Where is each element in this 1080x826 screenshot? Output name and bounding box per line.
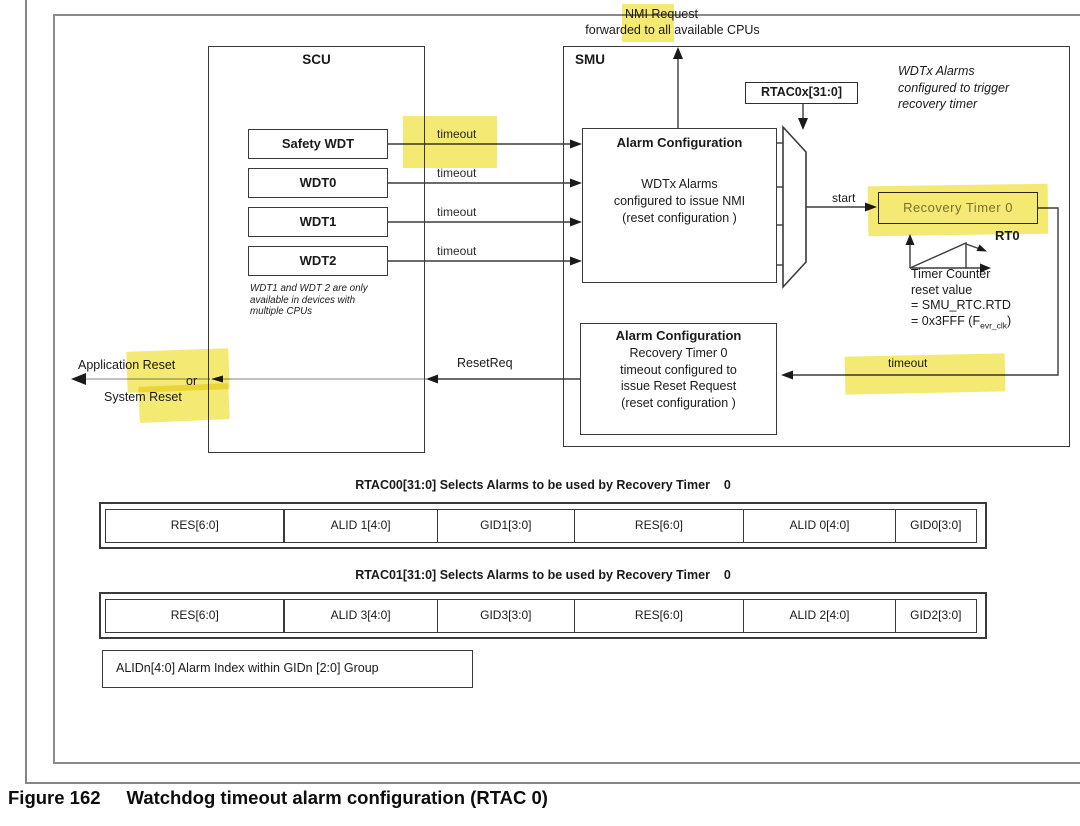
start-label: start bbox=[832, 191, 856, 205]
scu-block: SCU bbox=[208, 46, 425, 453]
figure-caption-label: Figure 162 bbox=[8, 787, 101, 808]
highlight-timeout-bottom bbox=[844, 353, 1006, 395]
table-cell: RES[6:0] bbox=[573, 509, 745, 543]
timer-counter-text: Timer Counter reset value = SMU_RTC.RTD … bbox=[911, 267, 1076, 334]
figure-frame bbox=[53, 14, 1080, 764]
timer-reset-value: = 0x3FFF (F bbox=[911, 313, 981, 328]
timer-clock-subscript: evr_clk bbox=[980, 320, 1008, 330]
rtac0x-register-box: RTAC0x[31:0] bbox=[745, 82, 858, 104]
page-border bbox=[25, 0, 1080, 784]
mux-shape bbox=[782, 124, 807, 290]
table-cell: RES[6:0] bbox=[573, 599, 745, 633]
table-cell: GID3[3:0] bbox=[436, 599, 576, 633]
figure-caption-text: Watchdog timeout alarm configuration (RT… bbox=[126, 787, 548, 808]
timeout-label-2: timeout bbox=[437, 166, 477, 180]
rtac00-table-title: RTAC00[31:0] Selects Alarms to be used b… bbox=[355, 478, 731, 492]
alidn-note-box: ALIDn[4:0] Alarm Index within GIDn [2:0]… bbox=[102, 650, 473, 688]
alarm-config-2-box: Alarm Configuration Recovery Timer 0 tim… bbox=[580, 323, 777, 435]
alarm-config-1-title: Alarm Configuration bbox=[616, 135, 743, 150]
timer-counter-line4: = 0x3FFF (Fevr_clk) bbox=[911, 314, 1076, 334]
timer-close-paren: ) bbox=[1007, 313, 1012, 328]
safety-wdt-box: Safety WDT bbox=[248, 129, 388, 159]
figure-caption: Figure 162 Watchdog timeout alarm config… bbox=[8, 787, 548, 809]
table-cell: GID1[3:0] bbox=[436, 509, 576, 543]
alarm-config-2-title: Alarm Configuration bbox=[615, 328, 742, 343]
highlight-recovery-timer bbox=[867, 183, 1049, 237]
wdt-availability-note: WDT1 and WDT 2 are only available in dev… bbox=[250, 283, 368, 317]
alarm-config-1-box: Alarm Configuration WDTx Alarms configur… bbox=[582, 128, 777, 283]
rtac00-table-row: RES[6:0] ALID 1[4:0] GID1[3:0] RES[6:0] … bbox=[105, 509, 981, 543]
wdt1-box: WDT1 bbox=[248, 207, 388, 237]
highlight-nmi bbox=[622, 4, 674, 42]
table-cell: GID2[3:0] bbox=[894, 599, 977, 633]
smu-block: SMU bbox=[563, 46, 1070, 447]
wdt2-box: WDT2 bbox=[248, 246, 388, 276]
table-cell: ALID 0[4:0] bbox=[742, 509, 897, 543]
wdt0-box: WDT0 bbox=[248, 168, 388, 198]
rtac01-table-row: RES[6:0] ALID 3[4:0] GID3[3:0] RES[6:0] … bbox=[105, 599, 981, 633]
table-cell: ALID 3[4:0] bbox=[283, 599, 439, 633]
timeout-label-4: timeout bbox=[437, 244, 477, 258]
rtac01-table-title: RTAC01[31:0] Selects Alarms to be used b… bbox=[355, 568, 731, 582]
smu-title: SMU bbox=[575, 52, 605, 67]
table-cell: RES[6:0] bbox=[105, 509, 285, 543]
rtac01-table-outer bbox=[99, 592, 987, 639]
table-cell: ALID 1[4:0] bbox=[283, 509, 439, 543]
timer-counter-line1: Timer Counter bbox=[911, 267, 991, 281]
timer-counter-line3: = SMU_RTC.RTD bbox=[911, 298, 1011, 312]
table-cell: ALID 2[4:0] bbox=[742, 599, 897, 633]
scu-title: SCU bbox=[302, 52, 331, 67]
highlight-system-reset bbox=[138, 383, 230, 423]
highlight-timeout-top bbox=[403, 116, 497, 168]
alarm-config-1-body: WDTx Alarms configured to issue NMI (res… bbox=[613, 177, 746, 225]
alarm-config-2-body: Recovery Timer 0 timeout configured to i… bbox=[620, 346, 737, 410]
table-cell: GID0[3:0] bbox=[894, 509, 977, 543]
rtac-note: WDTx Alarms configured to trigger recove… bbox=[898, 64, 1010, 111]
timer-counter-line2: reset value bbox=[911, 282, 973, 297]
timeout-label-3: timeout bbox=[437, 205, 477, 219]
rtac00-table-outer bbox=[99, 502, 987, 549]
table-cell: RES[6:0] bbox=[105, 599, 285, 633]
resetreq-label: ResetReq bbox=[457, 356, 513, 370]
